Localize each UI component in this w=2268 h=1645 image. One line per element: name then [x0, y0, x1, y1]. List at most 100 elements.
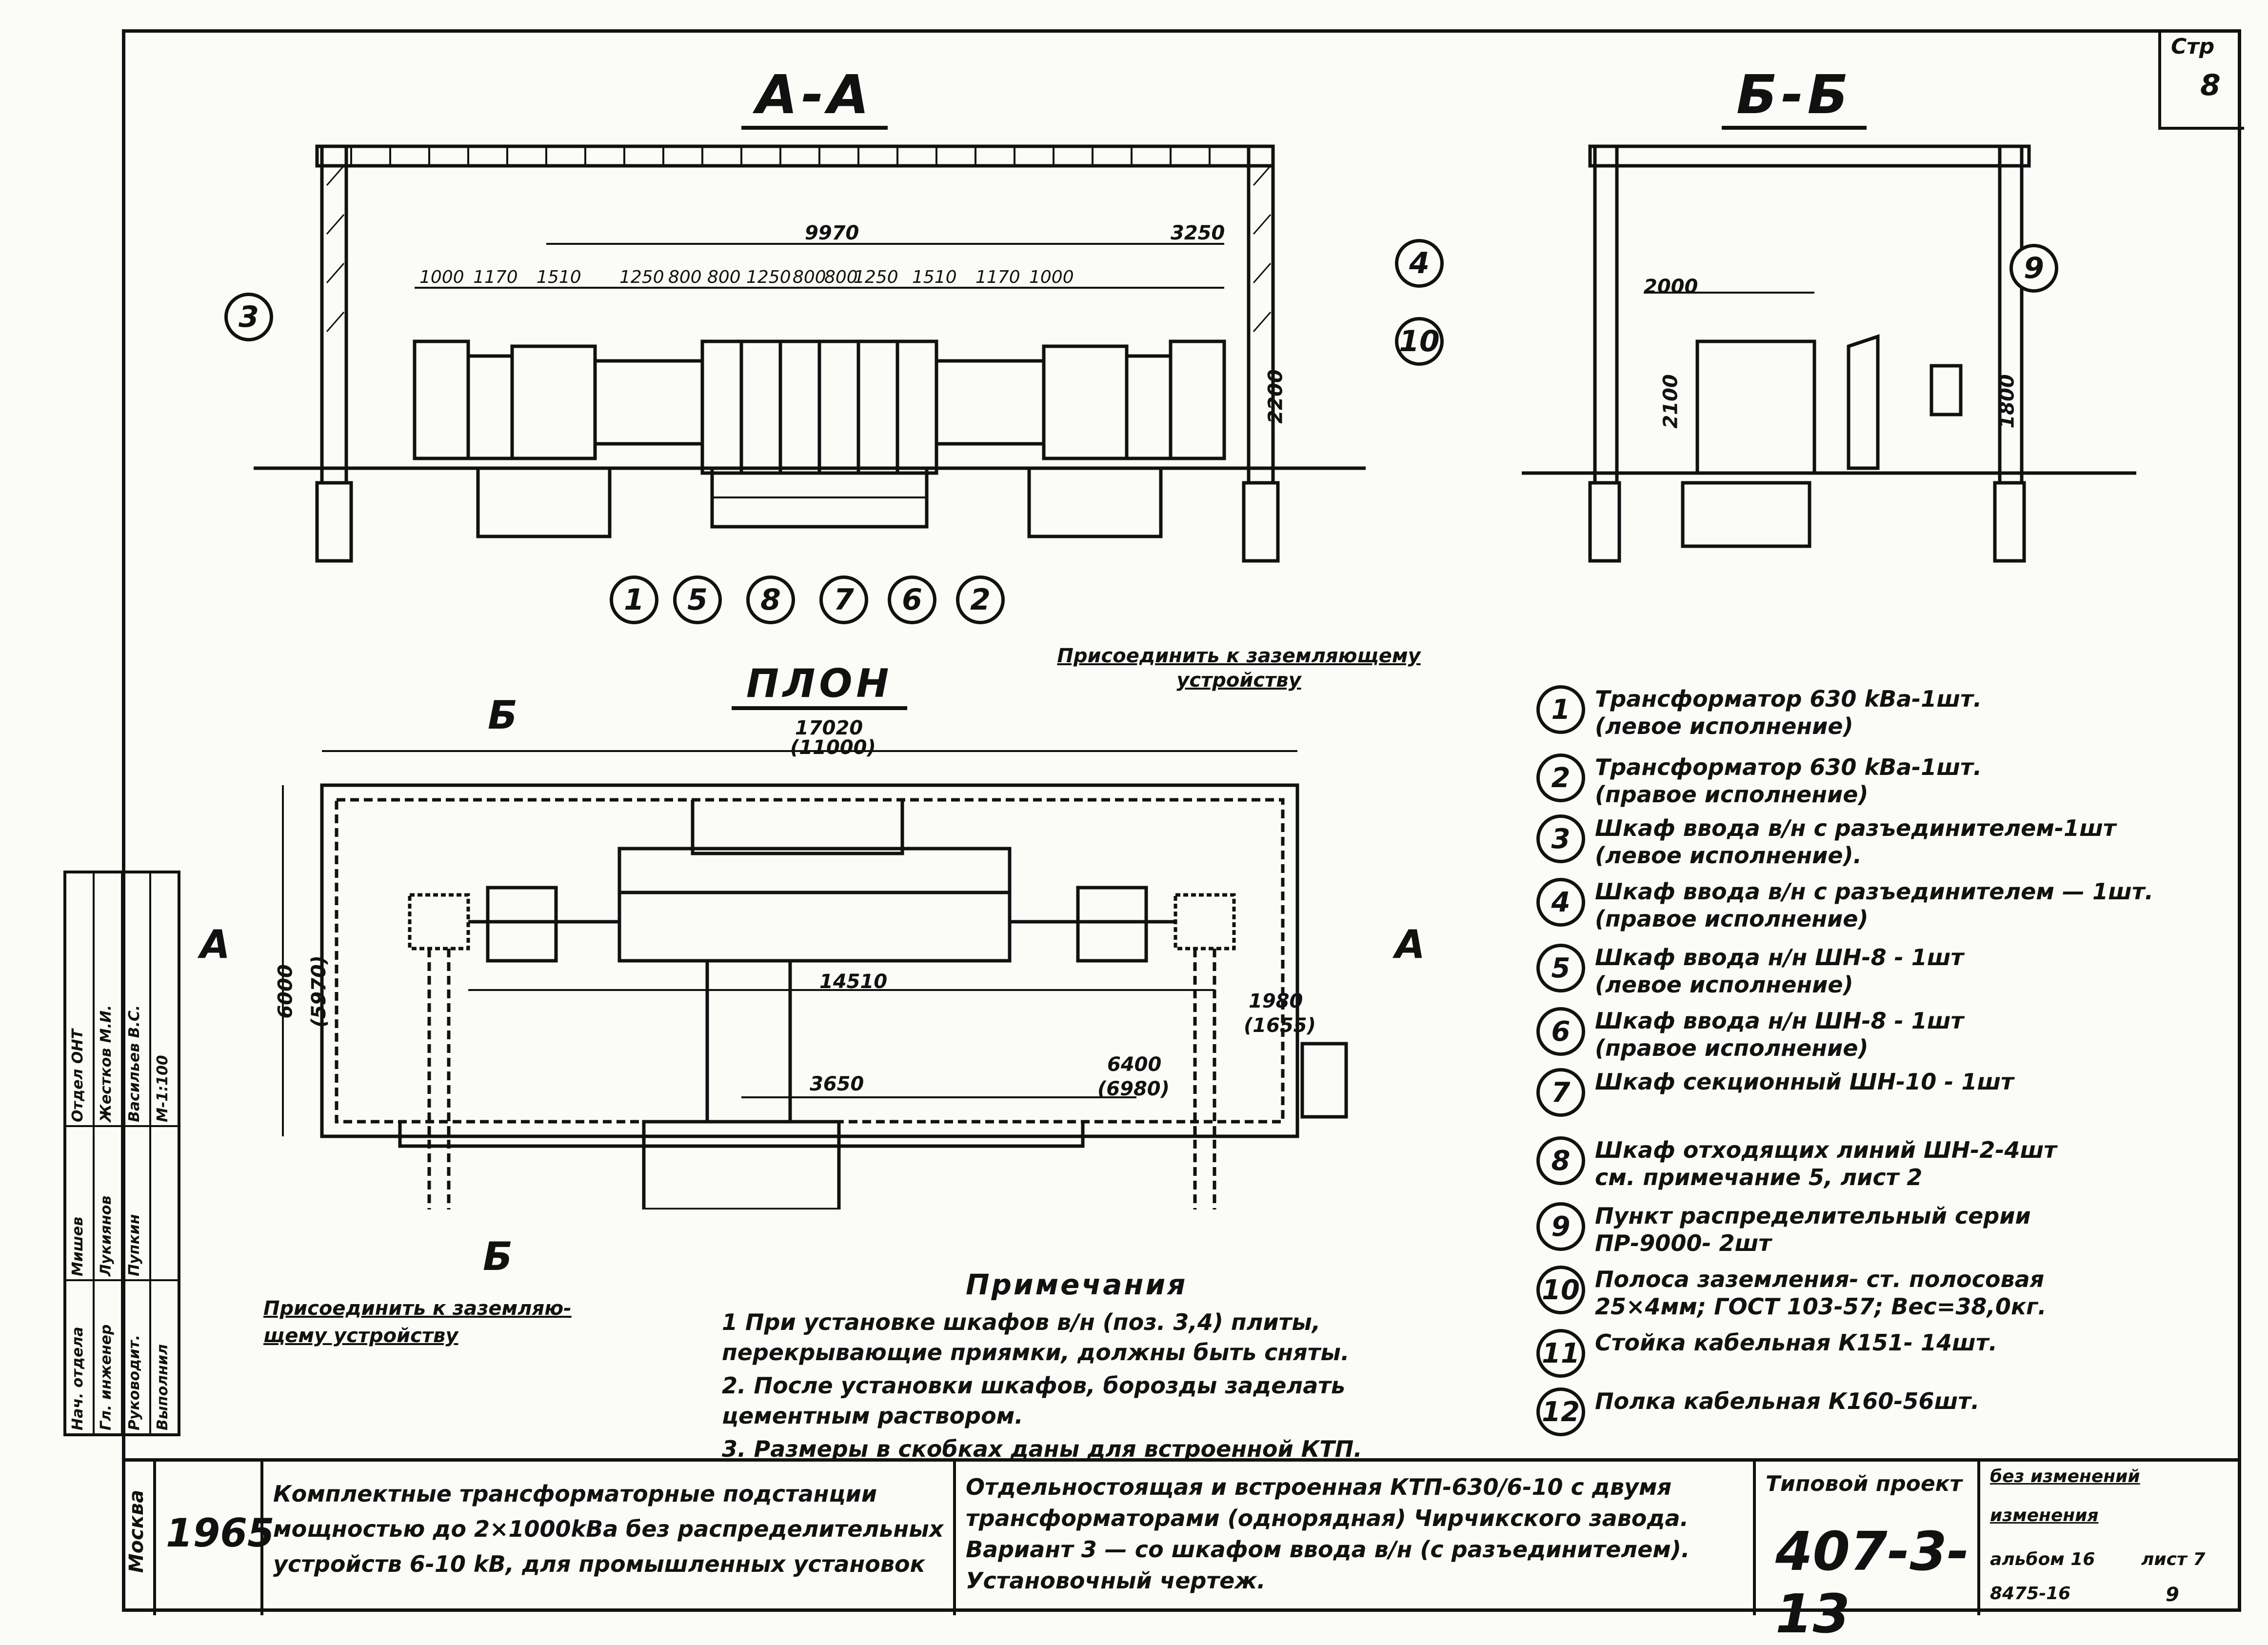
legend-item: 9 Пункт распределительный серии ПР-9000-… — [1536, 1202, 2229, 1257]
notes-item-2: 2. После установки шкафов, борозды задел… — [722, 1372, 1345, 1429]
tb-change-2: изменения — [1990, 1506, 2099, 1526]
plan-dim-width: 6000 — [274, 964, 297, 1019]
section-bb-callout-9: 9 — [2009, 244, 2058, 293]
section-aa-callout-4: 4 — [1395, 239, 1444, 288]
plan-dim-a: 3650 — [810, 1073, 864, 1095]
plan-dim-width-alt: (5970) — [307, 955, 330, 1028]
plan-cut-a-right: А — [1395, 922, 1425, 967]
stamp-signature: Лукиянов — [95, 1125, 121, 1279]
svg-text:1170: 1170 — [975, 267, 1020, 287]
plan-ground-note-top: Присоединить к заземляющему устройству — [1057, 645, 1421, 692]
legend-number: 4 — [1536, 878, 1585, 927]
tb-year: 1965 — [166, 1510, 275, 1556]
legend-text: Шкаф ввода н/н ШН-8 - 1шт (левое исполне… — [1595, 944, 1964, 998]
svg-text:1000: 1000 — [419, 267, 464, 287]
section-aa-callout-7: 7 — [819, 575, 868, 624]
section-aa-dim-height: 2200 — [1264, 369, 1287, 424]
tb-description-cell: Комплектные трансформаторные подстанции … — [263, 1462, 956, 1615]
section-aa-callout-5: 5 — [673, 575, 722, 624]
page-marker: Стр 8 — [2158, 29, 2244, 130]
page-marker-label: Стр — [2171, 34, 2215, 59]
section-aa-callout-10: 10 — [1395, 317, 1444, 366]
stamp-value: М-1:100 — [154, 1055, 171, 1122]
legend-item: 5 Шкаф ввода н/н ШН-8 - 1шт (левое испол… — [1536, 944, 2229, 998]
section-aa-callout-8: 8 — [746, 575, 795, 624]
side-stamp: Нач. отдела Мишев Отдел ОНТ Гл. инженер … — [63, 871, 180, 1436]
tb-archive: 8475-16 — [1990, 1584, 2071, 1604]
section-aa-dim-right: 3250 — [1171, 222, 1225, 244]
legend-number: 8 — [1536, 1136, 1585, 1185]
tb-year-cell: 1965 — [156, 1462, 275, 1615]
plan-dim-length: 17020 — [795, 717, 863, 739]
tb-right-cell: без изменений изменения альбом 16 лист 7… — [1980, 1462, 2241, 1615]
legend-item: 4 Шкаф ввода в/н с разъединителем — 1шт.… — [1536, 878, 2229, 932]
legend-text: Трансформатор 630 kВа-1шт. (левое исполн… — [1595, 686, 1982, 739]
svg-text:1170: 1170 — [473, 267, 518, 287]
svg-text:1250: 1250 — [854, 267, 898, 287]
svg-text:1510: 1510 — [912, 267, 957, 287]
section-aa-callout-6: 6 — [888, 575, 936, 624]
legend-number: 9 — [1536, 1202, 1585, 1251]
plan-drawing — [282, 750, 1348, 1209]
page-marker-number: 8 — [2200, 68, 2221, 102]
sheet-frame — [122, 29, 2241, 1612]
legend-number: 7 — [1536, 1068, 1585, 1117]
plan-dim-inner: 14510 — [819, 971, 888, 993]
notes-item-1: 1 При установке шкафов в/н (поз. 3,4) пл… — [722, 1309, 1350, 1366]
section-aa-callout-3: 3 — [224, 293, 273, 341]
legend-text: Полка кабельная К160-56шт. — [1595, 1388, 1980, 1414]
stamp-signature: Пупкин — [123, 1125, 149, 1279]
tb-change-1: без изменений — [1990, 1467, 2140, 1486]
legend-item: 12 Полка кабельная К160-56шт. — [1536, 1387, 2229, 1436]
stamp-role: Руководит. — [123, 1279, 149, 1433]
section-bb-dim-height: 2100 — [1659, 374, 1682, 429]
section-aa-callout-2: 2 — [956, 575, 1005, 624]
legend-item: 7 Шкаф секционный ШН-10 - 1шт — [1536, 1068, 2229, 1117]
legend-text: Шкаф ввода н/н ШН-8 - 1шт (правое исполн… — [1595, 1008, 1964, 1061]
svg-text:800: 800 — [793, 267, 826, 287]
tb-drawing-title-cell: Отдельностоящая и встроенная КТП-630/6-1… — [956, 1462, 1756, 1615]
svg-text:1000: 1000 — [1029, 267, 1074, 287]
tb-city-cell: Москва — [122, 1462, 156, 1615]
svg-text:1250: 1250 — [746, 267, 791, 287]
tb-drawing-title: Отдельностоящая и встроенная КТП-630/6-1… — [966, 1474, 1690, 1594]
stamp-value: Отдел ОНТ — [69, 1029, 86, 1122]
stamp-value: Васильев В.С. — [126, 1005, 143, 1122]
plan-cut-b-top: Б — [488, 693, 517, 738]
section-aa-dim-total: 9970 — [805, 222, 859, 244]
notes-item-3: 3. Размеры в скобках даны для встроенной… — [722, 1436, 1362, 1462]
legend-number: 2 — [1536, 753, 1585, 802]
legend-number: 5 — [1536, 944, 1585, 992]
legend-item: 10 Полоса заземления- ст. полосовая 25×4… — [1536, 1266, 2229, 1320]
svg-text:1510: 1510 — [537, 267, 581, 287]
notes-title: Примечания — [966, 1268, 1188, 1301]
plan-dim-b-alt: (6980) — [1097, 1078, 1170, 1100]
plan-cut-a-left: А — [200, 922, 230, 967]
section-bb-drawing — [1522, 144, 2136, 563]
legend-text: Трансформатор 630 kВа-1шт. (правое испол… — [1595, 754, 1982, 808]
legend-text: Шкаф секционный ШН-10 - 1шт — [1595, 1069, 2014, 1095]
legend-text: Пункт распределительный серии ПР-9000- 2… — [1595, 1203, 2031, 1256]
plan-cut-b-bottom: Б — [483, 1234, 513, 1279]
section-bb-dim-right: 1800 — [1996, 374, 2019, 429]
legend-text: Шкаф отходящих линий ШН-2-4шт см. примеч… — [1595, 1137, 2057, 1190]
tb-description: Комплектные трансформаторные подстанции … — [273, 1481, 944, 1577]
stamp-role: Выполнил — [151, 1279, 178, 1433]
legend-number: 3 — [1536, 814, 1585, 863]
section-aa-callout-1: 1 — [610, 575, 658, 624]
legend-number: 6 — [1536, 1007, 1585, 1056]
tb-album: альбом 16 — [1990, 1549, 2095, 1569]
plan-dim-c: 1980 — [1249, 990, 1303, 1012]
tb-page: 9 — [2166, 1584, 2179, 1606]
svg-text:1250: 1250 — [619, 267, 664, 287]
legend-text: Шкаф ввода в/н с разъединителем — 1шт. (… — [1595, 878, 2153, 932]
tb-sheet: лист 7 — [2141, 1549, 2206, 1569]
plan-title: ПЛОН — [732, 661, 908, 710]
stamp-signature: Мишев — [66, 1125, 93, 1279]
svg-text:800: 800 — [668, 267, 702, 287]
legend-item: 1 Трансформатор 630 kВа-1шт. (левое испо… — [1536, 685, 2229, 740]
plan-ground-note-bottom: Присоединить к заземляю- щему устройству — [263, 1297, 572, 1347]
svg-text:800: 800 — [707, 267, 741, 287]
legend-text: Стойка кабельная К151- 14шт. — [1595, 1329, 1997, 1356]
